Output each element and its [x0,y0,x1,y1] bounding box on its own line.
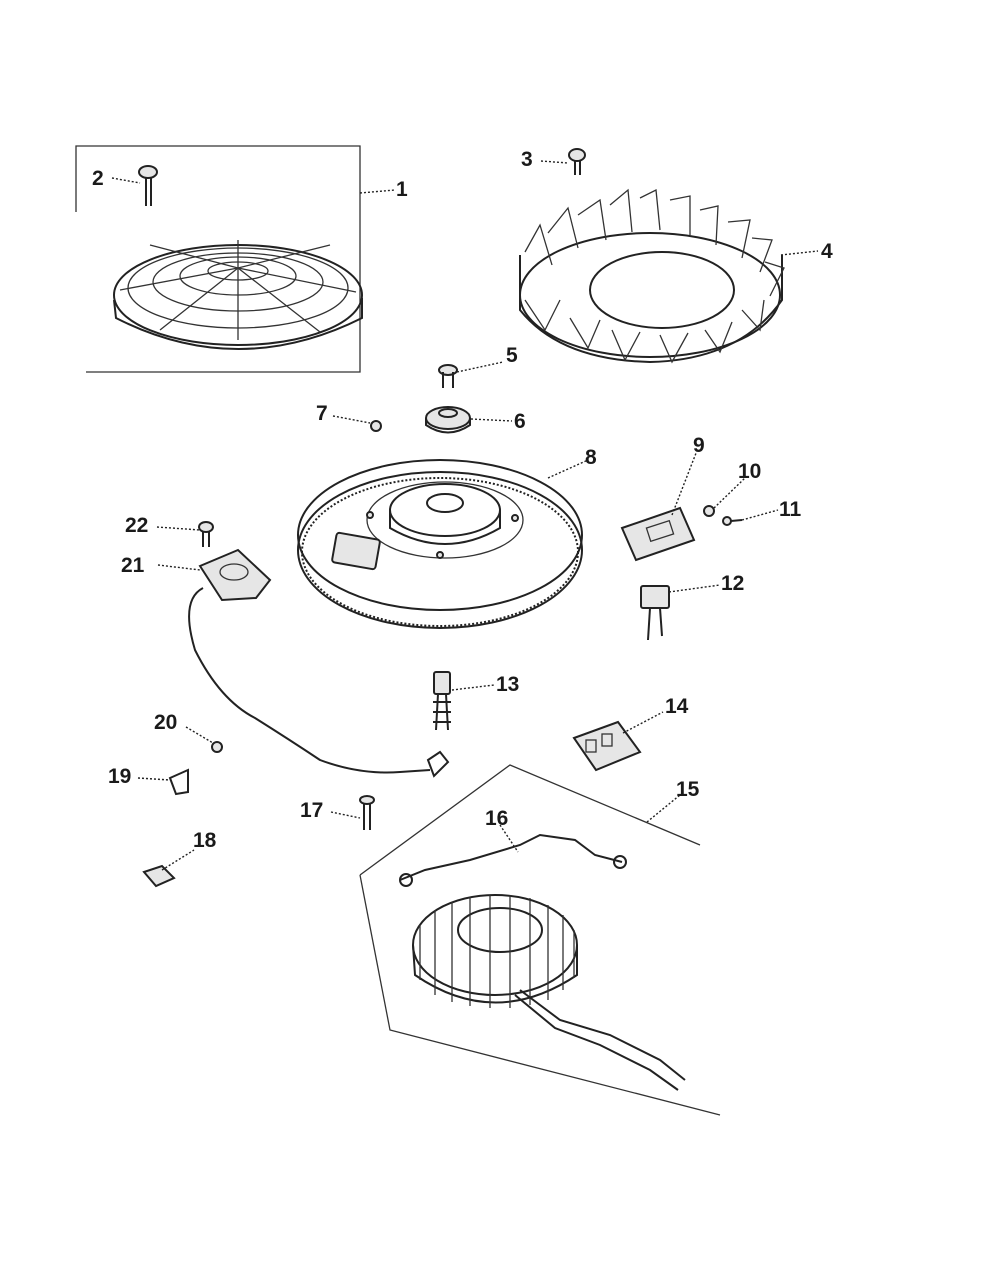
callout-16: 16 [485,807,508,830]
callout-13: 13 [496,673,519,696]
clamp-bracket-19 [168,768,189,796]
washer-10 [703,505,715,517]
callout-9: 9 [693,434,705,457]
screen-assembly-frame [75,145,361,373]
terminal-connector [572,720,642,772]
screw-2 [138,165,158,206]
screw-11 [722,516,743,526]
callout-1: 1 [396,178,408,201]
callout-21: 21 [121,554,145,577]
callout-5: 5 [506,344,518,367]
stator-assembly-frame [359,764,721,1116]
callout-8: 8 [585,446,597,469]
screw-22 [198,521,214,547]
callout-7: 7 [316,402,328,425]
fan-screen [113,240,363,350]
callout-4: 4 [821,240,833,263]
callout-14: 14 [665,695,689,718]
callout-10: 10 [738,460,761,483]
stator-bracket [399,833,627,887]
ignition-coil [188,548,450,778]
callout-11: 11 [779,498,802,521]
callout-15: 15 [676,778,700,801]
spark-plug [433,671,451,731]
callout-20: 20 [154,711,177,734]
flywheel-key [370,420,382,432]
washer [425,406,471,434]
callout-22: 22 [125,514,148,537]
connector-clip [640,585,670,641]
leader-lines [111,160,819,871]
nut-20 [211,741,223,753]
stator [412,894,686,1091]
callout-17: 17 [300,799,323,822]
rectifier-plate [620,506,696,562]
screw-3 [568,148,586,175]
cooling-fan [519,188,785,364]
callout-19: 19 [108,765,131,788]
callout-3: 3 [521,148,533,171]
callout-18: 18 [193,829,217,852]
callout-6: 6 [514,410,526,433]
bolt-17 [359,795,375,830]
callout-2: 2 [92,167,104,190]
flywheel-bolt [438,364,458,388]
callout-12: 12 [721,572,744,595]
wire-clamp-18 [142,864,176,888]
flywheel [297,459,583,629]
